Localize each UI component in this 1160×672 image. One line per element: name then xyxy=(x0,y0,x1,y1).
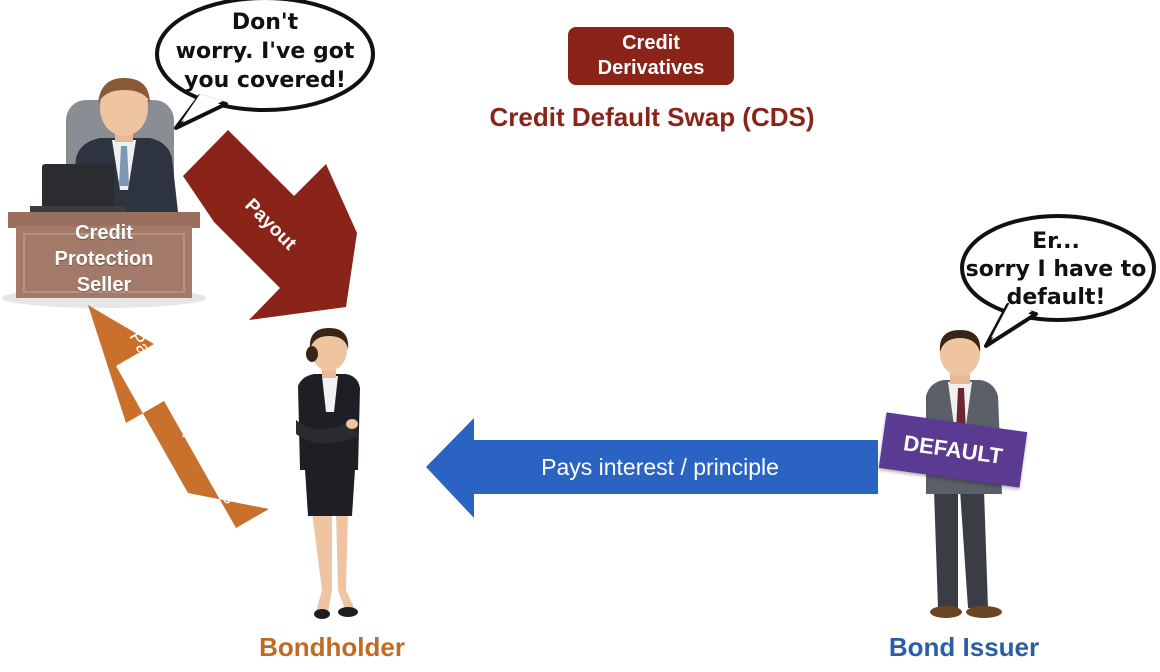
seller-bubble-line-3: you covered! xyxy=(184,68,346,93)
seller-bubble-text: Don't worry. I've got you covered! xyxy=(170,8,360,95)
issuer-speech-bubble xyxy=(960,214,1156,348)
bondholder-label: Bondholder xyxy=(259,632,405,662)
issuer-bubble-line-2: sorry I have to xyxy=(965,257,1147,282)
issuer-bubble-line-1: Er... xyxy=(1032,229,1080,254)
desk-label-line-3: Seller xyxy=(76,274,132,296)
premiums-arrow xyxy=(88,305,269,528)
bondholder-figure xyxy=(296,328,360,619)
bond-issuer-label: Bond Issuer xyxy=(888,632,1040,662)
tag-line-2: Derivatives xyxy=(597,57,705,79)
credit-protection-seller-label: Credit Protection Seller xyxy=(34,220,174,298)
desk-label-line-1: Credit xyxy=(75,222,133,244)
issuer-bubble-line-3: default! xyxy=(1006,285,1106,310)
seller-desk xyxy=(2,212,206,308)
seller-speech-bubble xyxy=(155,0,375,130)
seller-figure xyxy=(30,78,178,220)
seller-bubble-line-1: Don't xyxy=(231,10,299,35)
credit-derivatives-tag: Credit Derivatives xyxy=(568,27,734,85)
diagram-subtitle: Credit Default Swap (CDS) xyxy=(489,102,815,132)
payout-arrow xyxy=(183,130,357,320)
tag-line-1: Credit xyxy=(622,32,680,54)
seller-bubble-line-2: worry. I've got xyxy=(175,39,355,64)
interest-principle-label: Pays interest / principle xyxy=(541,454,779,480)
interest-arrow xyxy=(426,418,878,518)
issuer-bubble-text: Er... sorry I have to default! xyxy=(958,228,1154,312)
desk-label-line-2: Protection xyxy=(54,248,154,270)
